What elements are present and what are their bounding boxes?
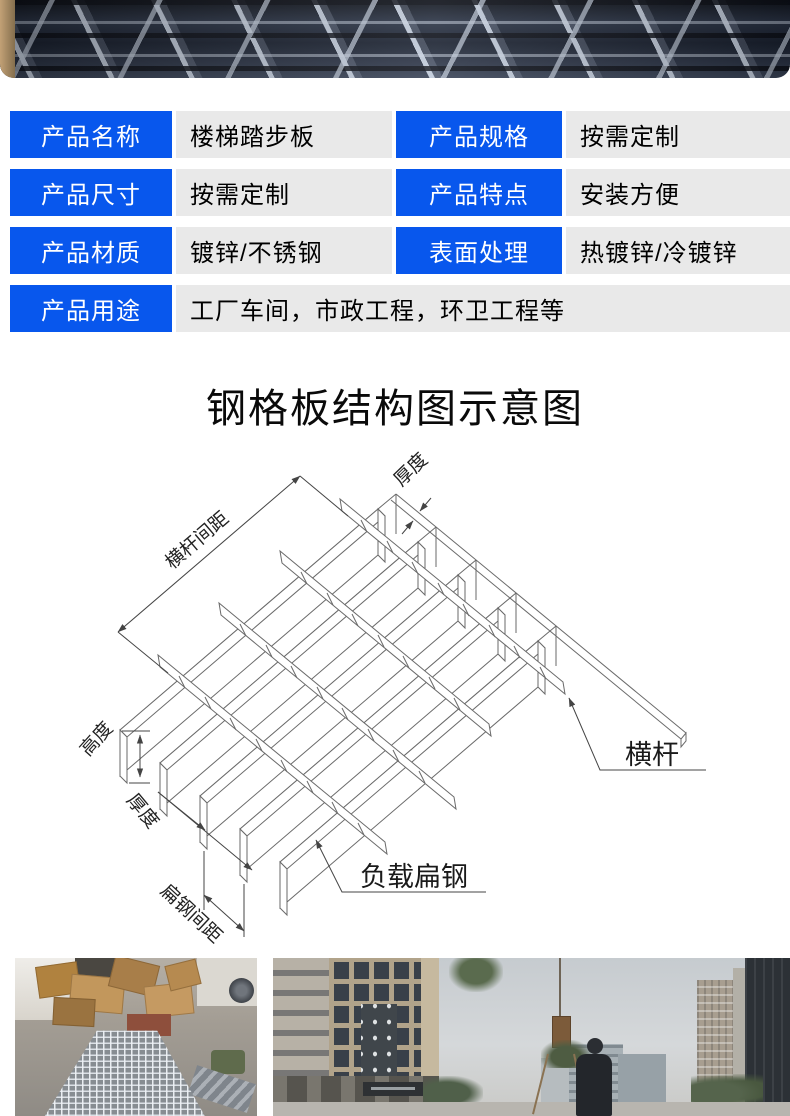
diagram-svg: 横杆间距 厚度 高度 厚度 [76, 449, 706, 945]
dim-crossbar-spacing [117, 475, 349, 674]
callout-cross-bar [568, 697, 706, 771]
spec-label-size: 产品尺寸 [10, 169, 172, 216]
road [273, 1102, 790, 1116]
table-row: 产品名称 楼梯踏步板 产品规格 按需定制 [10, 111, 790, 158]
dim-thickness-bottom [157, 791, 253, 871]
spec-value-surface: 热镀锌/冷镀锌 [566, 227, 790, 274]
table-row: 产品材质 镀锌/不锈钢 表面处理 热镀锌/冷镀锌 [10, 227, 790, 274]
spec-label-material: 产品材质 [10, 227, 172, 274]
table-row: 产品尺寸 按需定制 产品特点 安装方便 [10, 169, 790, 216]
worker-body [576, 1054, 612, 1116]
red-pallet [127, 1014, 171, 1036]
label-thickness-top: 厚度 [390, 449, 433, 491]
callout-load-flat-bar [315, 839, 486, 893]
label-flatbar-spacing: 扁钢间距 [156, 880, 227, 945]
spec-label-spec: 产品规格 [396, 111, 562, 158]
label-thickness-bottom: 厚度 [122, 790, 163, 833]
green-machine [211, 1050, 245, 1074]
dim-flatbar-spacing [203, 851, 245, 937]
fan-blower [229, 978, 254, 1003]
spec-label-feature: 产品特点 [396, 169, 562, 216]
street-trees [423, 1076, 483, 1104]
dim-thickness-top [401, 497, 432, 535]
product-spec-table: 产品名称 楼梯踏步板 产品规格 按需定制 产品尺寸 按需定制 产品特点 安装方便… [10, 111, 790, 343]
cardboard-box [52, 996, 96, 1028]
label-load-flat-bar: 负载扁钢 [360, 862, 468, 892]
sign-text-dash [371, 1087, 415, 1090]
spec-label-surface: 表面处理 [396, 227, 562, 274]
workshop-yard-photo [15, 958, 257, 1116]
dim-bar-height [122, 730, 150, 784]
balcony-greenery [449, 958, 503, 992]
cross-rods [157, 497, 566, 856]
grating-crossrods [0, 0, 790, 78]
street-scene-photo [273, 958, 790, 1116]
table-row: 产品用途 工厂车间，市政工程，环卫工程等 [10, 285, 790, 332]
spec-value-size: 按需定制 [176, 169, 392, 216]
spec-value-feature: 安装方便 [566, 169, 790, 216]
spec-label-usage: 产品用途 [10, 285, 172, 332]
edge-strip [390, 493, 687, 749]
street-trees [691, 1074, 763, 1106]
spec-value-usage: 工厂车间，市政工程，环卫工程等 [176, 285, 790, 332]
grating-closeup-photo [0, 0, 790, 78]
spec-value-material: 镀锌/不锈钢 [176, 227, 392, 274]
label-bar-height: 高度 [76, 717, 118, 760]
grating-sheen [0, 0, 790, 78]
hoist-cable [559, 958, 561, 1024]
diagram-title: 钢格板结构图示意图 [206, 387, 584, 431]
spec-value-spec: 按需定制 [566, 111, 790, 158]
wood-floor-edge [0, 0, 15, 78]
mid-building [618, 1054, 666, 1104]
spec-value-name: 楼梯踏步板 [176, 111, 392, 158]
grating-structure-diagram: 横杆间距 厚度 高度 厚度 [0, 440, 790, 945]
label-cross-bar: 横杆 [625, 740, 679, 770]
spec-label-name: 产品名称 [10, 111, 172, 158]
worker-head [587, 1038, 603, 1054]
